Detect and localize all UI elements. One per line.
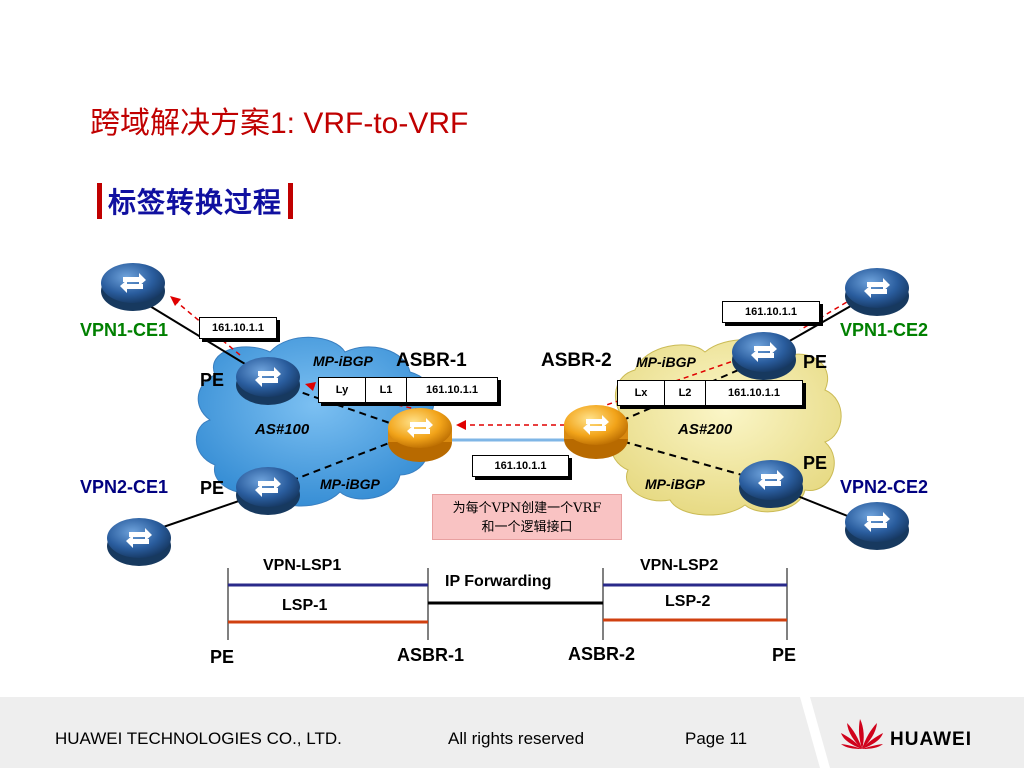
- vrf-note-line2: 和一个逻辑接口: [481, 520, 573, 535]
- mp-ibgp-label-as100-top: MP-iBGP: [313, 353, 373, 369]
- mp-ibgp-label-as100-bottom: MP-iBGP: [320, 476, 380, 492]
- mp-ibgp-label-as200-bottom: MP-iBGP: [645, 476, 705, 492]
- subtitle-block: 标签转换过程: [97, 181, 294, 221]
- packet-ip-ce2: 161.10.1.1: [722, 301, 820, 323]
- packet-labels-as100: Ly L1 161.10.1.1: [318, 377, 498, 403]
- router-vpn1-ce1: [101, 263, 165, 311]
- pe-label-as200-bottom: PE: [803, 453, 828, 473]
- footer-page-number: Page 11: [685, 729, 748, 748]
- huawei-logo-icon: [841, 719, 883, 749]
- timeline-asbr2: ASBR-2: [568, 644, 636, 664]
- huawei-logo-text: HUAWEI: [890, 729, 972, 750]
- vpn-lsp1-label: VPN-LSP1: [263, 557, 342, 574]
- lsp-timeline: [227, 568, 788, 640]
- router-pe-as100-top: [236, 357, 300, 405]
- router-vpn2-ce1: [107, 518, 171, 566]
- vpn1-ce1-label: VPN1-CE1: [80, 320, 169, 340]
- router-vpn2-ce2: [845, 502, 909, 550]
- subtitle: 标签转换过程: [108, 186, 283, 219]
- label-l1: L1: [366, 378, 407, 402]
- pe-label-as100-top: PE: [200, 370, 225, 390]
- router-pe-as100-bottom: [236, 467, 300, 515]
- router-asbr2: [564, 405, 628, 459]
- timeline-pe-left: PE: [210, 647, 235, 667]
- router-vpn1-ce2: [845, 268, 909, 316]
- footer-divider: [800, 697, 830, 768]
- router-pe-as200-bottom: [739, 460, 803, 508]
- pe-label-as200-top: PE: [803, 352, 828, 372]
- as100-label: AS#100: [255, 421, 310, 438]
- vpn2-ce1-label: VPN2-CE1: [80, 477, 169, 497]
- label-ly: Ly: [319, 378, 366, 402]
- topology-diagram: [101, 263, 909, 640]
- footer-rights: All rights reserved: [448, 729, 585, 748]
- packet-ip-ce1: 161.10.1.1: [199, 317, 277, 339]
- vpn1-ce2-label: VPN1-CE2: [840, 320, 929, 340]
- mp-ibgp-label-as200-top: MP-iBGP: [636, 354, 696, 370]
- lsp1-label: LSP-1: [282, 597, 328, 614]
- timeline-asbr1: ASBR-1: [397, 645, 465, 665]
- timeline-pe-right: PE: [772, 645, 797, 665]
- as200-label: AS#200: [678, 421, 733, 438]
- packet-labels-as200: Lx L2 161.10.1.1: [617, 380, 803, 406]
- vrf-note-line1: 为每个VPN创建一个VRF: [452, 501, 602, 516]
- pe-label-as100-bottom: PE: [200, 478, 225, 498]
- label-l2: L2: [665, 381, 706, 405]
- subtitle-bar-right: [288, 183, 294, 219]
- router-pe-as200-top: [732, 332, 796, 380]
- vrf-note: 为每个VPN创建一个VRF 和一个逻辑接口: [432, 494, 622, 540]
- asbr1-label: ASBR-1: [396, 350, 467, 371]
- label-ip: 161.10.1.1: [426, 384, 478, 396]
- vpn2-ce2-label: VPN2-CE2: [840, 477, 929, 497]
- label-ip: 161.10.1.1: [728, 387, 780, 399]
- asbr2-label: ASBR-2: [541, 350, 612, 371]
- footer-company: HUAWEI TECHNOLOGIES CO., LTD.: [55, 729, 342, 748]
- page-title: 跨域解决方案1: VRF-to-VRF: [90, 107, 469, 140]
- label-lx: Lx: [618, 381, 665, 405]
- router-asbr1: [388, 408, 452, 462]
- vpn-lsp2-label: VPN-LSP2: [640, 557, 719, 574]
- lsp2-label: LSP-2: [665, 593, 711, 610]
- ip-forwarding-label: IP Forwarding: [445, 573, 552, 590]
- subtitle-bar-left: [97, 183, 102, 219]
- packet-ip-asbr-link: 161.10.1.1: [472, 455, 569, 477]
